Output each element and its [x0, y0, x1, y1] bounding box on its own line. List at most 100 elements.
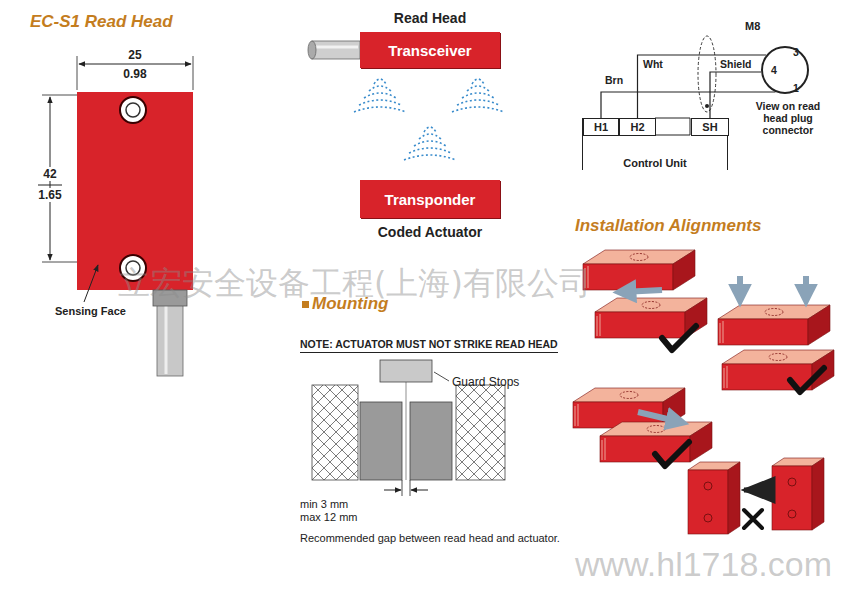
wire-label: Brn [604, 74, 624, 86]
dimension: 1.65 [36, 188, 63, 202]
mounting-drawing [456, 385, 505, 480]
mounting-drawing [406, 382, 407, 480]
wire-label: Wht [642, 58, 664, 70]
node-text: Transponder [385, 191, 476, 208]
note: View on read head plug connector [746, 100, 830, 136]
radio-waves [424, 127, 436, 132]
watermark: 立宏安全设备工程(上海)有限公司 [118, 262, 591, 306]
radio-waves [354, 79, 504, 160]
radio-waves [374, 79, 386, 84]
wire [601, 92, 775, 118]
transceiver-box: Read HeadTransceiver [360, 32, 500, 68]
wire [710, 72, 761, 118]
installation-drawing [744, 510, 762, 528]
installation-drawing [718, 305, 830, 345]
transceiver-cable [308, 41, 316, 59]
transceiver-cable [314, 46, 358, 49]
mounting-drawing [410, 402, 452, 480]
radio-waves [457, 100, 499, 105]
section-heading: Installation Alignments [575, 216, 761, 236]
radio-waves [369, 86, 391, 91]
mounting-drawing [360, 402, 402, 480]
installation-drawing [662, 326, 696, 350]
read-head-drawing [193, 56, 194, 90]
installation-drawing [583, 250, 695, 290]
radio-waves [462, 93, 494, 98]
mounting-drawing [434, 372, 449, 381]
installation-drawing [688, 462, 740, 534]
plug-connector: M8 [761, 46, 809, 94]
note: Recommended gap between read head and ac… [300, 532, 560, 544]
terminal-cell: H1 [583, 118, 619, 136]
installation-drawing [622, 290, 662, 292]
connector-outline [761, 46, 809, 94]
radio-waves [419, 134, 441, 139]
mounting-drawing [384, 490, 401, 491]
radio-waves [409, 148, 451, 153]
wiring [698, 36, 716, 112]
pin-number: 1 [793, 82, 799, 94]
read-head-drawing [126, 103, 140, 117]
radio-waves [472, 79, 484, 84]
watermark: www.hl1718.com [575, 545, 832, 584]
node-heading: Read Head [394, 10, 466, 26]
dimension: 0.98 [123, 67, 146, 81]
mounting-drawing [410, 480, 411, 496]
installation-drawing [638, 412, 680, 422]
installation-drawing [803, 276, 809, 298]
installation-drawing [722, 350, 834, 390]
node-text: SH [702, 121, 717, 133]
read-head-drawing [38, 56, 193, 376]
transponder-box: TransponderCoded Actuator [360, 180, 500, 218]
mounting-drawing [380, 360, 432, 382]
read-head-drawing [120, 97, 146, 123]
callout: Guard Stops [452, 375, 519, 389]
pin-number: 4 [771, 64, 777, 76]
wire [638, 55, 767, 118]
installation-drawing [744, 488, 766, 493]
node-heading: Control Unit [583, 157, 727, 169]
installation-drawing [790, 368, 824, 392]
radio-waves [414, 141, 446, 146]
read-head-drawing [77, 92, 193, 290]
node-text: H1 [594, 121, 608, 133]
read-head-drawing [84, 265, 98, 302]
installation-drawing [655, 442, 689, 466]
installation-drawing [737, 276, 743, 298]
transceiver-cable [308, 41, 360, 59]
node-heading: Coded Actuator [378, 224, 482, 240]
mounting-drawing [302, 301, 505, 496]
read-head-drawing [165, 306, 168, 374]
wire-label: Shield [719, 58, 753, 70]
radio-waves [452, 107, 504, 112]
radio-waves [467, 86, 489, 91]
dimension: max 12 mm [300, 511, 357, 523]
title: EC-S1 Read Head [30, 12, 173, 32]
pin-number: 3 [793, 46, 799, 58]
mounting-drawing [302, 301, 309, 308]
mounting-drawing [312, 385, 358, 480]
dimension: 25 [128, 48, 141, 62]
wiring [655, 135, 690, 136]
radio-waves [359, 100, 401, 105]
connector-outline [762, 47, 808, 93]
read-head-drawing [77, 56, 78, 90]
terminal-cell: SH [691, 118, 729, 136]
mounting-drawing [402, 480, 403, 496]
read-head-drawing [38, 185, 62, 186]
radio-waves [354, 107, 406, 112]
installation-drawing [573, 250, 834, 534]
control-unit: Control Unit H1 H2 SH [582, 118, 728, 170]
dimension: min 3 mm [300, 498, 348, 510]
transceiver-cable [312, 41, 360, 59]
read-head-drawing [79, 64, 191, 65]
radio-waves [404, 155, 456, 160]
node-text: H2 [630, 121, 644, 133]
radio-waves [364, 93, 396, 98]
mounting-drawing [411, 490, 428, 491]
read-head-drawing [157, 304, 183, 376]
note: NOTE: ACTUATOR MUST NOT STRIKE READ HEAD [300, 338, 558, 353]
node-heading: M8 [745, 20, 760, 32]
